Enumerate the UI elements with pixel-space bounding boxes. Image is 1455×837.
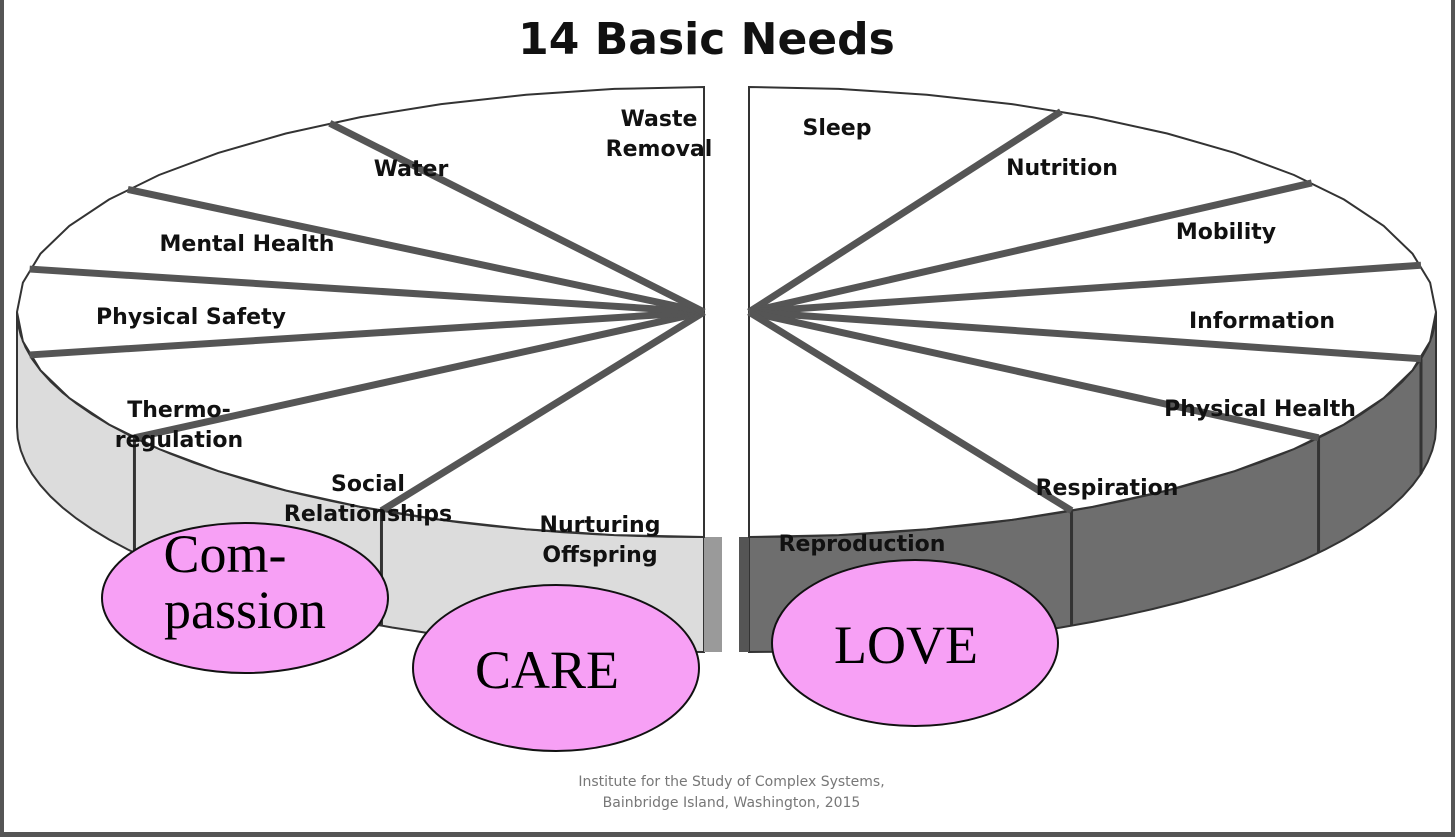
slice-divider bbox=[127, 186, 705, 316]
bubble-shape bbox=[412, 584, 700, 752]
slice-label-nutrition: Nutrition bbox=[1006, 156, 1118, 181]
source-credit: Institute for the Study of Complex Syste… bbox=[4, 772, 1455, 814]
bubble-label: Com-passion bbox=[163, 524, 326, 640]
pie-diagram: SleepNutritionMobilityInformationPhysica… bbox=[15, 85, 1438, 752]
slice-label-mental-health: Mental Health bbox=[160, 232, 335, 257]
bubble-shape bbox=[101, 522, 389, 674]
right-inner-face bbox=[739, 537, 749, 652]
slice-label-physical-health: Physical Health bbox=[1164, 397, 1356, 422]
slice-divider bbox=[747, 309, 1074, 514]
bubble-label: CARE bbox=[475, 640, 619, 700]
slice-labels: SleepNutritionMobilityInformationPhysica… bbox=[96, 107, 1356, 568]
slice-label-mobility: Mobility bbox=[1176, 220, 1276, 245]
bubble-love: LOVE bbox=[771, 559, 1059, 727]
bubble-shape bbox=[771, 559, 1059, 727]
slice-label-respiration: Respiration bbox=[1036, 476, 1179, 501]
slice-divider bbox=[748, 308, 1320, 442]
left-inner-face bbox=[704, 537, 722, 652]
slice-divider bbox=[29, 265, 705, 316]
diagram-title: 14 Basic Needs bbox=[518, 14, 895, 65]
bubble-label: LOVE bbox=[834, 615, 978, 675]
slice-label-physical-safety: Physical Safety bbox=[96, 305, 286, 330]
bubble-com-passion: Com-passion bbox=[101, 522, 389, 674]
slice-divider bbox=[748, 308, 1422, 363]
slice-label-water: Water bbox=[374, 157, 449, 182]
slice-label-information: Information bbox=[1189, 309, 1335, 334]
slice-divider bbox=[748, 261, 1422, 316]
slice-divider bbox=[29, 308, 705, 359]
slice-divider bbox=[133, 308, 705, 442]
slice-divider bbox=[747, 108, 1063, 315]
slice-label-sleep: Sleep bbox=[803, 116, 872, 141]
slice-divider bbox=[328, 120, 706, 316]
slice-label-reproduction: Reproduction bbox=[779, 532, 946, 557]
slice-divider bbox=[379, 309, 706, 514]
credit-line-2: Bainbridge Island, Washington, 2015 bbox=[602, 795, 861, 811]
slice-label-thermo-regulation: Thermo-regulation bbox=[115, 398, 243, 453]
bubble-care: CARE bbox=[412, 584, 700, 752]
pie-tops bbox=[15, 85, 1438, 539]
slice-divider bbox=[748, 179, 1313, 316]
credit-line-1: Institute for the Study of Complex Syste… bbox=[578, 774, 885, 790]
